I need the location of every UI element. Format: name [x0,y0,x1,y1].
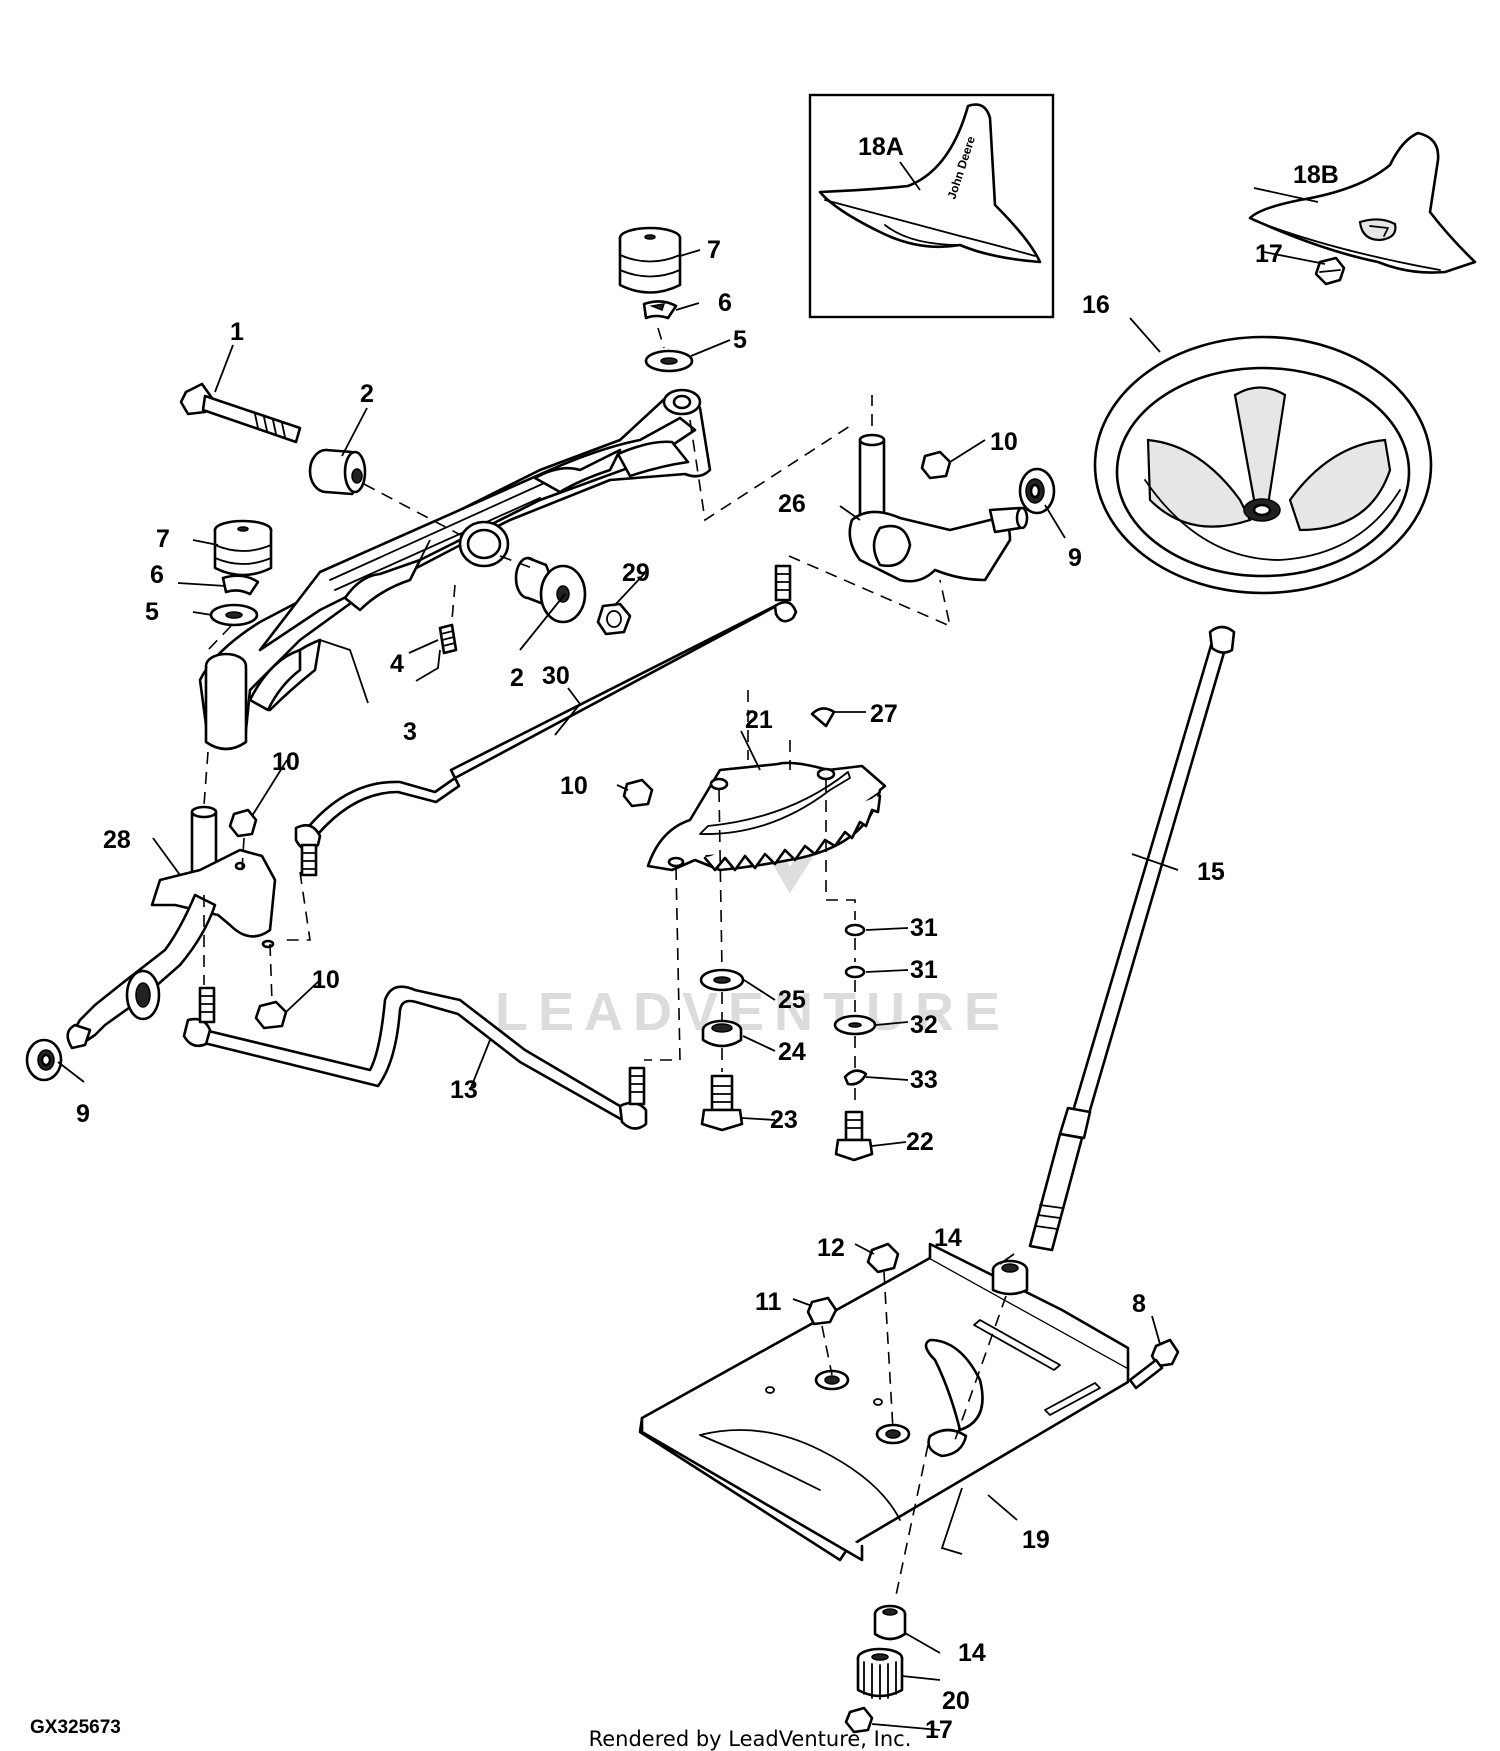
callout-31-lower: 31 [910,956,938,984]
washer-25 [699,968,745,992]
washer-5-left [209,603,259,627]
nut-11 [806,1296,838,1326]
callout-10-left-top: 10 [272,748,300,776]
inset-frame [808,93,1055,319]
callout-30: 30 [542,662,570,690]
callout-6-right: 6 [718,289,732,317]
clip-6-left [221,574,260,596]
nut-17-top [1314,256,1346,286]
drag-link-13 [182,985,648,1130]
callout-17-top: 17 [1255,240,1283,268]
render-credit: Rendered by LeadVenture, Inc. [588,1727,912,1751]
callout-14-upper: 14 [934,1224,962,1252]
nut-10-center [622,778,654,808]
clip-6-right [642,300,678,320]
callout-7-left: 7 [156,525,170,553]
spacer-2-upper [308,448,367,496]
bolt-1 [179,382,302,444]
callout-22: 22 [906,1128,934,1156]
seal-9-right [1018,467,1056,515]
nut-10-right [920,450,952,480]
front-axle-3 [198,388,712,751]
callout-14-lower: 14 [958,1639,986,1667]
bushing-24 [701,1019,743,1048]
callout-21: 21 [745,706,773,734]
callout-26: 26 [778,490,806,518]
callout-2-lower: 2 [510,664,524,692]
tie-rod-30 [294,564,798,877]
nut-29 [596,602,632,636]
steering-wheel-16 [1093,335,1433,595]
seal-9-left [25,1038,63,1082]
callout-31-upper: 31 [910,914,938,942]
spindle-28-left [66,805,277,1050]
callout-10-right: 10 [990,428,1018,456]
callout-13: 13 [450,1076,478,1104]
washer-5-right [644,349,694,373]
callout-10-left-bottom: 10 [312,966,340,994]
callout-1: 1 [230,318,244,346]
support-plate-19 [638,1242,1130,1562]
callout-5-right: 5 [733,326,747,354]
nut-10-left-top [228,808,258,838]
diagram-id-label: GX325673 [30,1717,121,1738]
callout-28: 28 [103,826,131,854]
callout-7-right: 7 [707,236,721,264]
assembly-centerlines [203,327,1007,1601]
steering-cap-18b [1248,131,1477,274]
bolt-23 [700,1074,744,1132]
callout-16: 16 [1082,291,1110,319]
plug-27 [810,707,836,728]
sector-gear-21 [646,761,887,872]
steering-shaft-15 [1028,625,1236,1252]
callout-24: 24 [778,1038,806,1066]
washer-32 [833,1014,877,1036]
callout-18b: 18B [1293,161,1339,189]
watermark-text: LEADVENTURE [495,982,1010,1042]
nut-17-bottom [844,1706,874,1734]
bumper-7-right [618,226,682,294]
callout-9-left: 9 [76,1100,90,1128]
callout-5-left: 5 [145,598,159,626]
spacer-2-lower [514,556,587,624]
bushing-14-upper [991,1259,1029,1296]
callout-17-bottom: 17 [925,1716,953,1744]
callout-4: 4 [390,650,404,678]
callout-33: 33 [910,1066,938,1094]
callout-18a: 18A [858,133,904,161]
bumper-7-left [213,519,273,577]
callout-27: 27 [870,700,898,728]
callout-19: 19 [1022,1526,1050,1554]
steering-cap-18a: John Deere [818,103,1042,264]
nut-10-left-bottom [254,1000,288,1030]
bushing-14-lower [873,1604,907,1641]
callout-2-upper: 2 [360,380,374,408]
callout-32: 32 [910,1011,938,1039]
callout-23: 23 [770,1106,798,1134]
callout-8: 8 [1132,1290,1146,1318]
callout-3: 3 [403,718,417,746]
pinion-gear-20 [856,1647,904,1700]
callout-6-left: 6 [150,561,164,589]
spindle-26-right [848,433,1029,583]
callout-11: 11 [755,1288,782,1316]
callout-29: 29 [622,559,650,587]
callout-25: 25 [778,986,806,1014]
leader-lines [57,161,1326,1731]
washer-31-lower [844,965,866,979]
bolt-8 [1128,1338,1180,1390]
callout-10-center: 10 [560,772,588,800]
callout-12: 12 [817,1234,845,1262]
clip-33 [843,1069,868,1086]
washer-31-upper [844,923,866,937]
bolt-22 [834,1110,874,1162]
nut-12 [866,1242,900,1274]
callout-9-right: 9 [1068,544,1082,572]
callout-20: 20 [942,1687,970,1715]
callout-15: 15 [1197,858,1225,886]
set-screw-4 [438,623,458,655]
callout-labels: 1 2 3 4 5 6 7 7 6 5 29 2 30 10 26 9 21 2… [76,133,1339,1744]
